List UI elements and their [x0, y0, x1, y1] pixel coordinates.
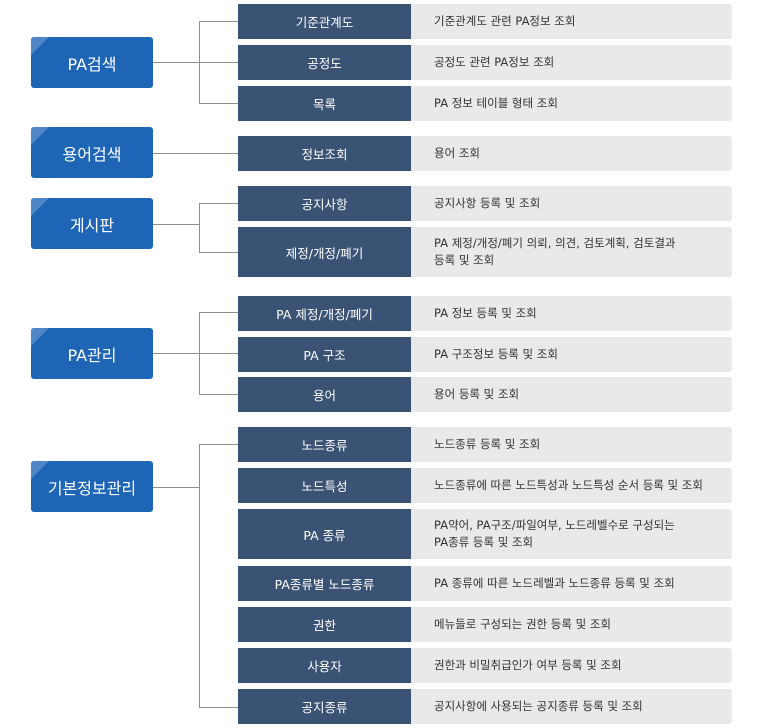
- connector-line: [199, 62, 238, 63]
- category-label: PA관리: [67, 345, 117, 365]
- menu-box: 노드종류: [238, 427, 411, 462]
- connector-line: [199, 707, 238, 708]
- category-pa-search: PA검색: [31, 37, 153, 88]
- description-box: 메뉴들로 구성되는 권한 등록 및 조회: [411, 607, 732, 642]
- description-box: 공지사항에 사용되는 공지종류 등록 및 조회: [411, 689, 732, 724]
- description-box: 노드종류에 따른 노드특성과 노드특성 순서 등록 및 조회: [411, 468, 732, 503]
- menu-box: PA 종류: [238, 509, 411, 559]
- menu-box: 제정/개정/폐기: [238, 227, 411, 277]
- category-corner-accent: [31, 198, 49, 216]
- connector-line: [199, 444, 200, 708]
- description-box: 공지사항 등록 및 조회: [411, 186, 732, 221]
- menu-box: 노드특성: [238, 468, 411, 503]
- category-label: PA검색: [67, 54, 117, 74]
- menu-box: PA 제정/개정/폐기: [238, 296, 411, 331]
- description-box: PA 구조정보 등록 및 조회: [411, 337, 732, 372]
- connector-line: [153, 62, 200, 63]
- description-box: 용어 등록 및 조회: [411, 377, 732, 412]
- connector-line: [153, 353, 200, 354]
- category-corner-accent: [31, 328, 49, 346]
- description-box: PA약어, PA구조/파일여부, 노드레벨수로 구성되는 PA종류 등록 및 조…: [411, 509, 732, 559]
- menu-box: 공지사항: [238, 186, 411, 221]
- menu-box: 사용자: [238, 648, 411, 683]
- connector-line: [199, 353, 238, 354]
- connector-line: [153, 224, 200, 225]
- description-box: 기준관계도 관련 PA정보 조회: [411, 4, 732, 39]
- menu-box: PA 구조: [238, 337, 411, 372]
- category-corner-accent: [31, 127, 49, 145]
- connector-line: [199, 203, 200, 253]
- category-corner-accent: [31, 461, 49, 479]
- category-label: 용어검색: [62, 144, 122, 164]
- menu-box: 목록: [238, 86, 411, 121]
- connector-line: [199, 103, 238, 104]
- description-box: PA 종류에 따른 노드레벨과 노드종류 등록 및 조회: [411, 566, 732, 601]
- description-box: 용어 조회: [411, 136, 732, 171]
- menu-box: 권한: [238, 607, 411, 642]
- category-pa-management: PA관리: [31, 328, 153, 379]
- description-box: PA 제정/개정/폐기 의뢰, 의견, 검토계획, 검토결과 등록 및 조회: [411, 227, 732, 277]
- menu-box: 기준관계도: [238, 4, 411, 39]
- category-label: 게시판: [69, 215, 115, 235]
- description-box: 노드종류 등록 및 조회: [411, 427, 732, 462]
- menu-box: 정보조회: [238, 136, 411, 171]
- category-term-search: 용어검색: [31, 127, 153, 178]
- description-box: 권한과 비밀취급인가 여부 등록 및 조회: [411, 648, 732, 683]
- category-board: 게시판: [31, 198, 153, 249]
- menu-box: 용어: [238, 377, 411, 412]
- connector-line: [199, 394, 238, 395]
- menu-box: PA종류별 노드종류: [238, 566, 411, 601]
- connector-line: [199, 252, 238, 253]
- category-corner-accent: [31, 37, 49, 55]
- category-label: 기본정보관리: [47, 478, 137, 498]
- menu-box: 공정도: [238, 45, 411, 80]
- menu-box: 공지종류: [238, 689, 411, 724]
- description-box: PA 정보 테이블 형태 조회: [411, 86, 732, 121]
- connector-line: [199, 312, 238, 313]
- connector-line: [199, 21, 238, 22]
- connector-line: [199, 444, 238, 445]
- category-basic-info-management: 기본정보관리: [31, 461, 153, 512]
- connector-line: [153, 487, 200, 488]
- connector-line: [153, 153, 238, 154]
- description-box: 공정도 관련 PA정보 조회: [411, 45, 732, 80]
- description-box: PA 정보 등록 및 조회: [411, 296, 732, 331]
- connector-line: [199, 203, 238, 204]
